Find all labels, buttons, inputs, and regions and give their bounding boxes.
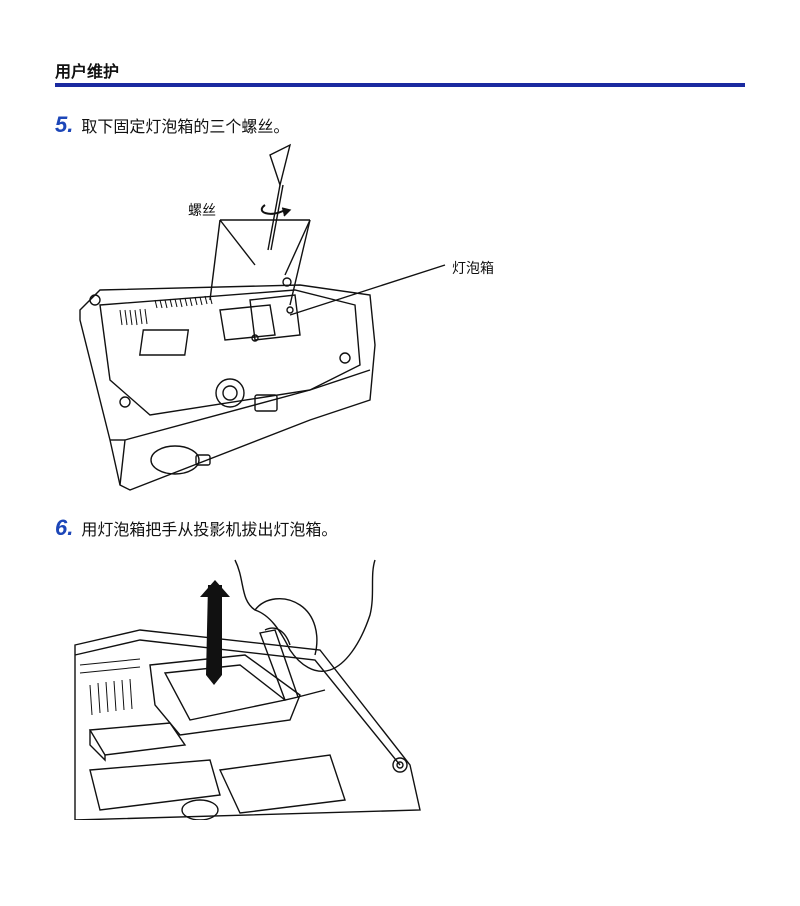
header-rule — [55, 83, 745, 87]
step-text: 用灯泡箱把手从投影机拔出灯泡箱。 — [81, 520, 338, 539]
projector-underside-illustration — [79, 143, 446, 491]
step-text: 取下固定灯泡箱的三个螺丝。 — [81, 117, 290, 136]
callout-screw: 螺丝 — [188, 203, 216, 219]
step-5: 5. 取下固定灯泡箱的三个螺丝。 — [55, 112, 289, 138]
lamp-removal-illustration — [74, 559, 421, 820]
step-number: 6. — [55, 515, 74, 540]
step-number: 5. — [55, 112, 74, 137]
callout-lamp-box: 灯泡箱 — [452, 261, 494, 277]
step-6: 6. 用灯泡箱把手从投影机拔出灯泡箱。 — [55, 515, 337, 541]
section-title: 用户维护 — [55, 62, 120, 81]
